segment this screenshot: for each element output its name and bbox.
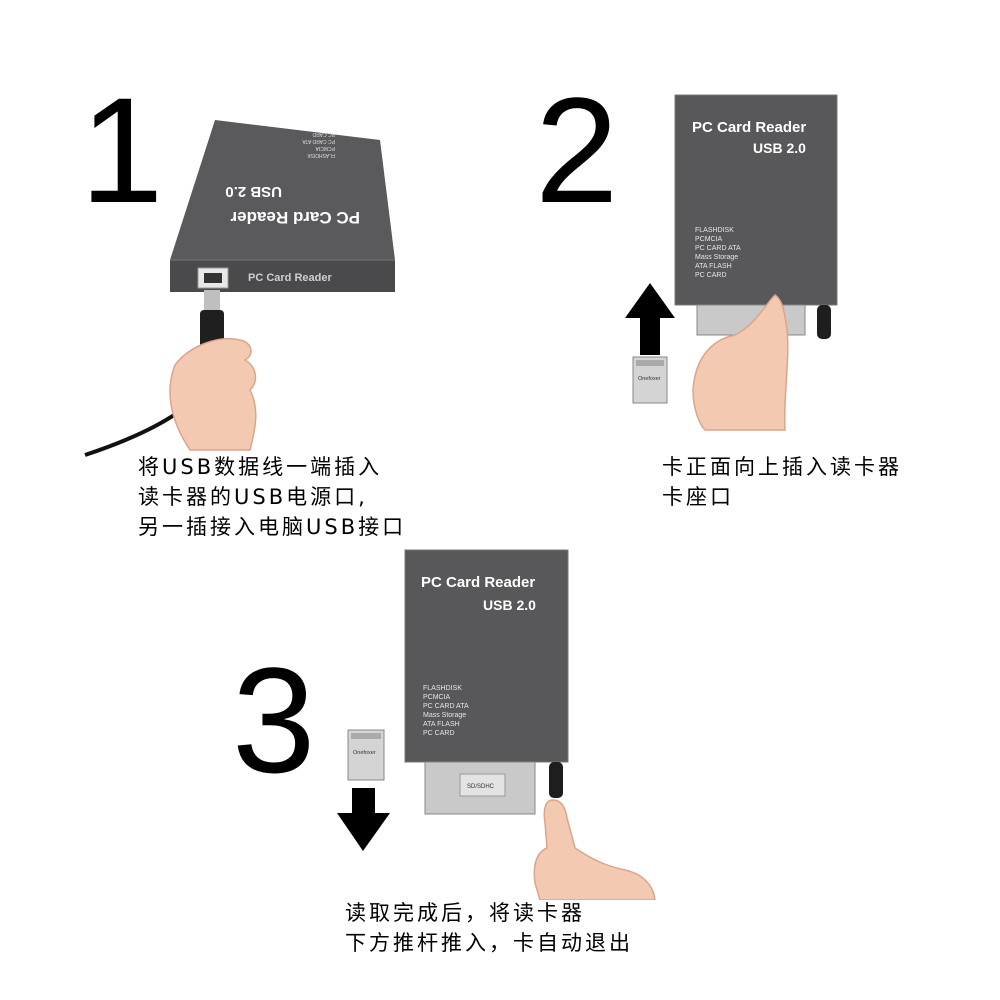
adapter-label: SD/SDHC — [467, 784, 495, 790]
finger — [533, 799, 656, 900]
caption-line: 另一插接入电脑USB接口 — [138, 515, 407, 539]
reader-top-feature: PC CARD ATA — [302, 138, 335, 144]
reader-body — [404, 549, 569, 763]
reader-title: PC Card Reader — [421, 574, 535, 591]
reader-feature: FLASHDISK — [695, 227, 734, 234]
reader-feature: FLASHDISK — [423, 685, 462, 692]
reader-feature: PC CARD ATA — [423, 703, 469, 710]
reader-body — [674, 94, 838, 306]
reader-feature: Mass Storage — [423, 712, 466, 719]
hand — [169, 338, 257, 451]
reader-feature: Mass Storage — [695, 254, 738, 261]
step-1-number: 1 — [80, 66, 164, 234]
caption-line: 将USB数据线一端插入 — [138, 455, 383, 479]
step-1-illustration: PC Card Reader USB 2.0 FLASHDISK PCMCIA … — [84, 120, 395, 457]
reader-top-panel — [170, 120, 395, 260]
caption-line: 读取完成后，将读卡器 — [345, 901, 585, 925]
step-3-caption: 读取完成后，将读卡器 下方推杆推入，卡自动退出 — [345, 898, 633, 958]
reader-feature: ATA FLASH — [695, 263, 732, 270]
down-arrow — [337, 788, 390, 851]
step-2-illustration: PC Card Reader USB 2.0 FLASHDISK PCMCIA … — [625, 94, 838, 431]
reader-usb: USB 2.0 — [753, 140, 806, 156]
reader-top-feature: FLASHDISK — [307, 152, 335, 158]
step-1-caption: 将USB数据线一端插入 读卡器的USB电源口, 另一插接入电脑USB接口 — [138, 452, 406, 542]
reader-feature: ATA FLASH — [423, 721, 460, 728]
card-label: Onefoxer — [353, 750, 376, 756]
eject-lever — [817, 305, 831, 339]
reader-feature: PC CARD — [423, 730, 455, 737]
caption-line: 下方推杆推入，卡自动退出 — [345, 931, 633, 955]
usb-plug — [204, 290, 220, 312]
eject-lever — [549, 762, 563, 798]
reader-title: PC Card Reader — [692, 119, 806, 136]
up-arrow — [625, 283, 675, 355]
card-adapter — [424, 761, 536, 815]
reader-feature: PC CARD ATA — [695, 245, 741, 252]
step-2-caption: 卡正面向上插入读卡器 卡座口 — [662, 452, 902, 512]
step-2-number: 2 — [535, 66, 619, 234]
card-label: Onefoxer — [638, 376, 661, 382]
reader-feature: PCMCIA — [695, 236, 723, 243]
reader-top-feature: PC CARD — [312, 131, 335, 137]
reader-feature: PC CARD — [695, 272, 727, 279]
step-3-illustration: PC Card Reader USB 2.0 FLASHDISK PCMCIA … — [337, 549, 656, 900]
reader-usb: USB 2.0 — [483, 597, 536, 613]
hand — [692, 294, 789, 431]
step-3-number: 3 — [232, 636, 316, 804]
caption-line: 卡正面向上插入读卡器 — [662, 455, 902, 479]
reader-front-label: PC Card Reader — [248, 272, 332, 284]
reader-top-feature: PCMCIA — [315, 145, 335, 151]
caption-line: 卡座口 — [662, 485, 734, 509]
reader-top-usb: USB 2.0 — [225, 183, 282, 200]
caption-line: 读卡器的USB电源口, — [138, 485, 368, 509]
reader-top-title: PC Card Reader — [230, 208, 360, 227]
reader-feature: PCMCIA — [423, 694, 451, 701]
